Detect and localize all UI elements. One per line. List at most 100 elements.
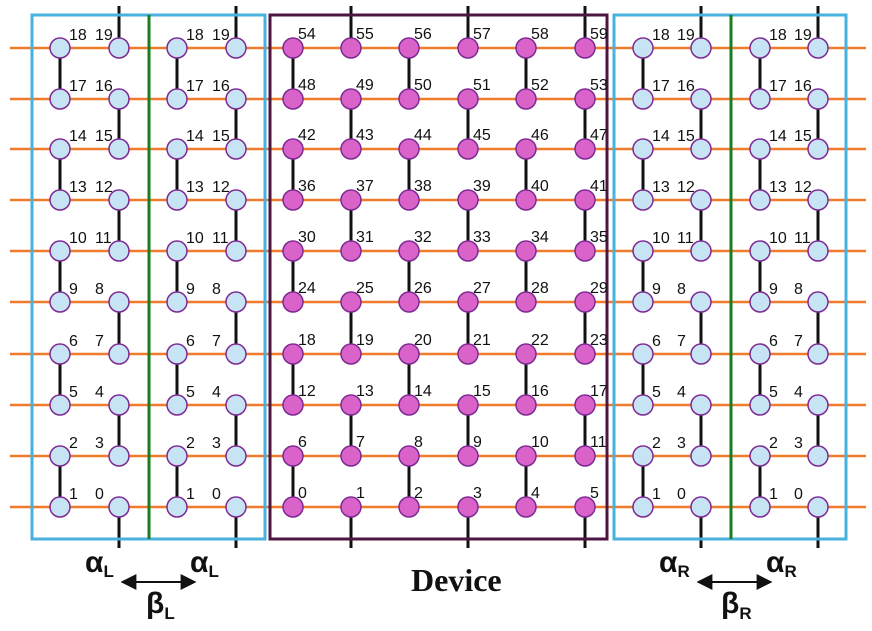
- site-label: 18: [298, 332, 316, 349]
- lead-site: [807, 343, 829, 365]
- lattice-sites: [49, 37, 829, 518]
- lead-site: [690, 138, 712, 160]
- right-alpha-1: αR: [659, 546, 690, 581]
- site-label: 22: [531, 332, 549, 349]
- device-site: [398, 189, 420, 211]
- site-label: 10: [652, 230, 670, 247]
- lead-site: [49, 37, 71, 59]
- site-label: 47: [590, 127, 608, 144]
- site-label: 57: [473, 26, 491, 43]
- lead-site: [749, 291, 771, 313]
- site-label: 38: [414, 178, 432, 195]
- site-label: 17: [69, 78, 87, 95]
- site-label: 13: [652, 179, 670, 196]
- device-site: [515, 496, 537, 518]
- lead-site: [749, 37, 771, 59]
- device-site: [515, 189, 537, 211]
- left-alpha-2: αL: [190, 546, 219, 581]
- site-label: 32: [414, 229, 432, 246]
- site-label: 16: [794, 78, 812, 95]
- site-label: 24: [298, 280, 316, 297]
- left-alpha-1: αL: [85, 546, 114, 581]
- site-label: 13: [769, 179, 787, 196]
- lead-site: [166, 37, 188, 59]
- device-site: [282, 37, 304, 59]
- site-label: 9: [769, 281, 778, 298]
- device-site: [282, 343, 304, 365]
- site-label: 9: [69, 281, 78, 298]
- device-site: [282, 291, 304, 313]
- site-label: 17: [652, 78, 670, 95]
- lead-site: [632, 37, 654, 59]
- device-site: [282, 240, 304, 262]
- site-label: 37: [356, 178, 374, 195]
- right-beta: βR: [721, 587, 752, 623]
- site-label: 11: [590, 434, 607, 451]
- lead-site: [108, 445, 130, 467]
- site-label: 48: [298, 77, 316, 94]
- site-label: 12: [212, 179, 230, 196]
- site-label: 19: [677, 27, 695, 44]
- site-label: 33: [473, 229, 491, 246]
- site-label: 7: [356, 434, 365, 451]
- device-site: [340, 343, 362, 365]
- lead-site: [49, 343, 71, 365]
- lead-site: [690, 343, 712, 365]
- site-label: 1: [69, 486, 78, 503]
- site-label: 1: [186, 486, 195, 503]
- site-label: 14: [652, 128, 670, 145]
- site-label: 51: [473, 77, 491, 94]
- device-site: [574, 343, 596, 365]
- site-label: 16: [677, 78, 695, 95]
- site-label: 6: [186, 333, 195, 350]
- lead-site: [49, 88, 71, 110]
- device-site: [398, 88, 420, 110]
- site-label: 4: [531, 485, 540, 502]
- device-site: [515, 445, 537, 467]
- site-label: 41: [590, 178, 608, 195]
- lead-site: [108, 37, 130, 59]
- lead-site: [632, 291, 654, 313]
- device-site: [457, 240, 479, 262]
- device-site: [282, 138, 304, 160]
- device-site: [515, 394, 537, 416]
- site-label: 15: [794, 128, 812, 145]
- site-label: 1: [356, 485, 365, 502]
- lead-site: [807, 138, 829, 160]
- device-site: [340, 138, 362, 160]
- lead-site: [690, 394, 712, 416]
- site-label: 3: [212, 435, 221, 452]
- site-label: 14: [414, 383, 432, 400]
- horizontal-bonds: [10, 46, 866, 509]
- lead-site: [108, 291, 130, 313]
- device-site: [515, 240, 537, 262]
- site-label: 4: [794, 384, 803, 401]
- device-site: [515, 138, 537, 160]
- device-site: [340, 189, 362, 211]
- lead-site: [632, 88, 654, 110]
- site-label: 25: [356, 280, 374, 297]
- site-label: 13: [356, 383, 374, 400]
- lead-site: [632, 189, 654, 211]
- site-label: 56: [414, 26, 432, 43]
- lead-site: [108, 240, 130, 262]
- lead-site: [749, 138, 771, 160]
- site-label: 15: [677, 128, 695, 145]
- lead-site: [49, 496, 71, 518]
- lead-site: [690, 291, 712, 313]
- device-site: [457, 189, 479, 211]
- device-site: [282, 394, 304, 416]
- site-label: 28: [531, 280, 549, 297]
- site-label: 10: [69, 230, 87, 247]
- lead-site: [690, 445, 712, 467]
- site-label: 11: [95, 230, 112, 247]
- site-label: 6: [652, 333, 661, 350]
- site-label: 12: [677, 179, 695, 196]
- lead-site: [807, 445, 829, 467]
- lead-site: [749, 343, 771, 365]
- lead-site: [225, 189, 247, 211]
- lead-site: [108, 189, 130, 211]
- site-label: 13: [186, 179, 204, 196]
- device-site: [457, 291, 479, 313]
- lead-site: [108, 394, 130, 416]
